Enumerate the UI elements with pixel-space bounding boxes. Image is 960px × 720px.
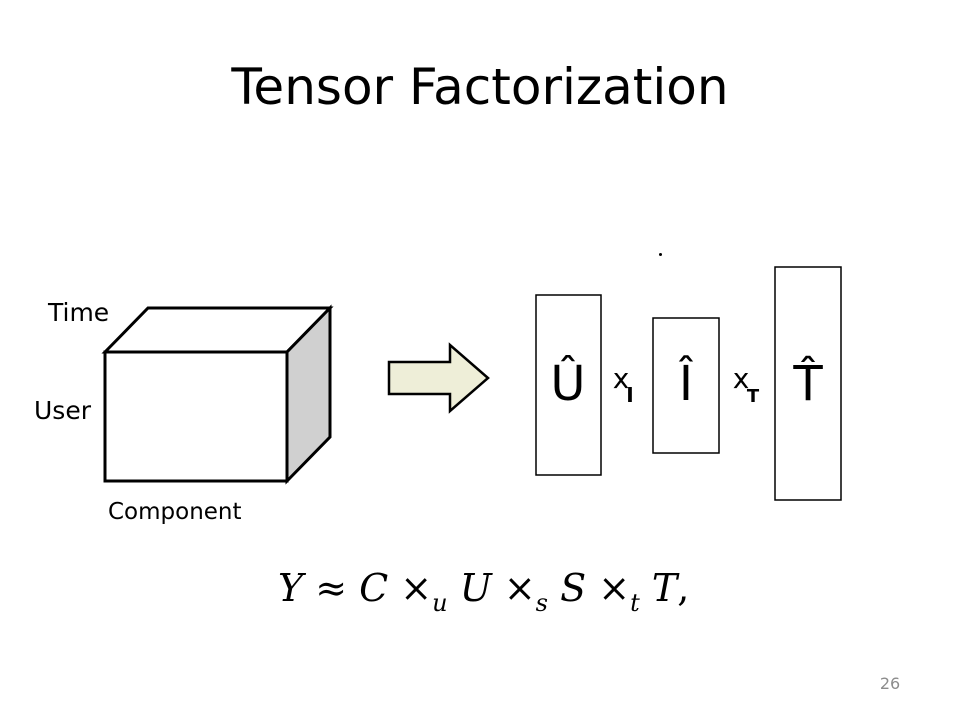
formula-times-u: × [400, 566, 433, 610]
formula-sub-u: u [432, 589, 448, 617]
time-axis-label: Time [48, 298, 110, 327]
cube-front-face [103, 350, 289, 483]
formula-u: U [459, 566, 492, 610]
mode-product-subscript-i: I [626, 383, 633, 407]
mode-product-operator-i: x [613, 362, 630, 395]
formula-s: S [560, 566, 587, 610]
time-factor-symbol: T̂ [792, 354, 823, 412]
slide-title: Tensor Factorization [231, 58, 729, 116]
user-factor-matrix [535, 294, 602, 476]
mode-product-subscript-t: T [747, 386, 760, 407]
factorization-formula: Y ≈ C ×u U ×s S ×t T, [278, 566, 689, 617]
page-number: 26 [879, 674, 901, 693]
user-factor-symbol: Û [550, 355, 585, 412]
formula-lhs: Y [278, 566, 304, 610]
formula-core: C [359, 566, 389, 610]
formula-times-t: × [598, 566, 631, 610]
item-factor-matrix [652, 317, 720, 454]
formula-end: , [677, 566, 690, 610]
formula-approx: ≈ [315, 566, 348, 610]
formula-times-s: × [503, 566, 536, 610]
formula-t: T [651, 566, 678, 610]
user-axis-label: User [34, 396, 91, 425]
mode-product-operator-t: x [733, 362, 750, 395]
stray-dot [659, 253, 662, 256]
formula-sub-t: t [630, 589, 640, 617]
time-factor-matrix [774, 266, 842, 501]
formula-sub-s: s [535, 589, 548, 617]
tensor-cube [101, 304, 334, 485]
decomposition-arrow [387, 342, 490, 414]
item-factor-symbol: Î [678, 355, 694, 412]
component-axis-label: Component [108, 499, 242, 525]
